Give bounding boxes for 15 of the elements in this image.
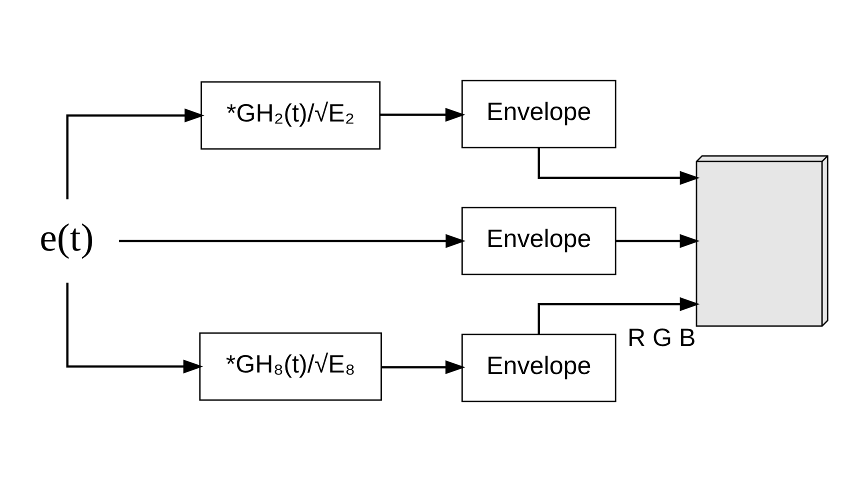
arrow bbox=[538, 296, 700, 334]
node-box: Envelope bbox=[461, 333, 616, 402]
arrow bbox=[381, 360, 466, 374]
node-label: R G B bbox=[627, 324, 696, 352]
node-box: Envelope bbox=[461, 79, 616, 148]
arrow bbox=[538, 147, 700, 184]
node-box: *GH₂(t)/√E₂ bbox=[200, 80, 381, 150]
arrow bbox=[380, 107, 466, 122]
arrow bbox=[66, 282, 204, 373]
arrow bbox=[616, 234, 700, 248]
node-box: *GH₈(t)/√E₈ bbox=[199, 332, 382, 400]
arrow bbox=[119, 234, 466, 248]
arrow bbox=[66, 108, 204, 199]
node-text: e(t) bbox=[40, 216, 94, 260]
node-box: Envelope bbox=[461, 206, 616, 275]
